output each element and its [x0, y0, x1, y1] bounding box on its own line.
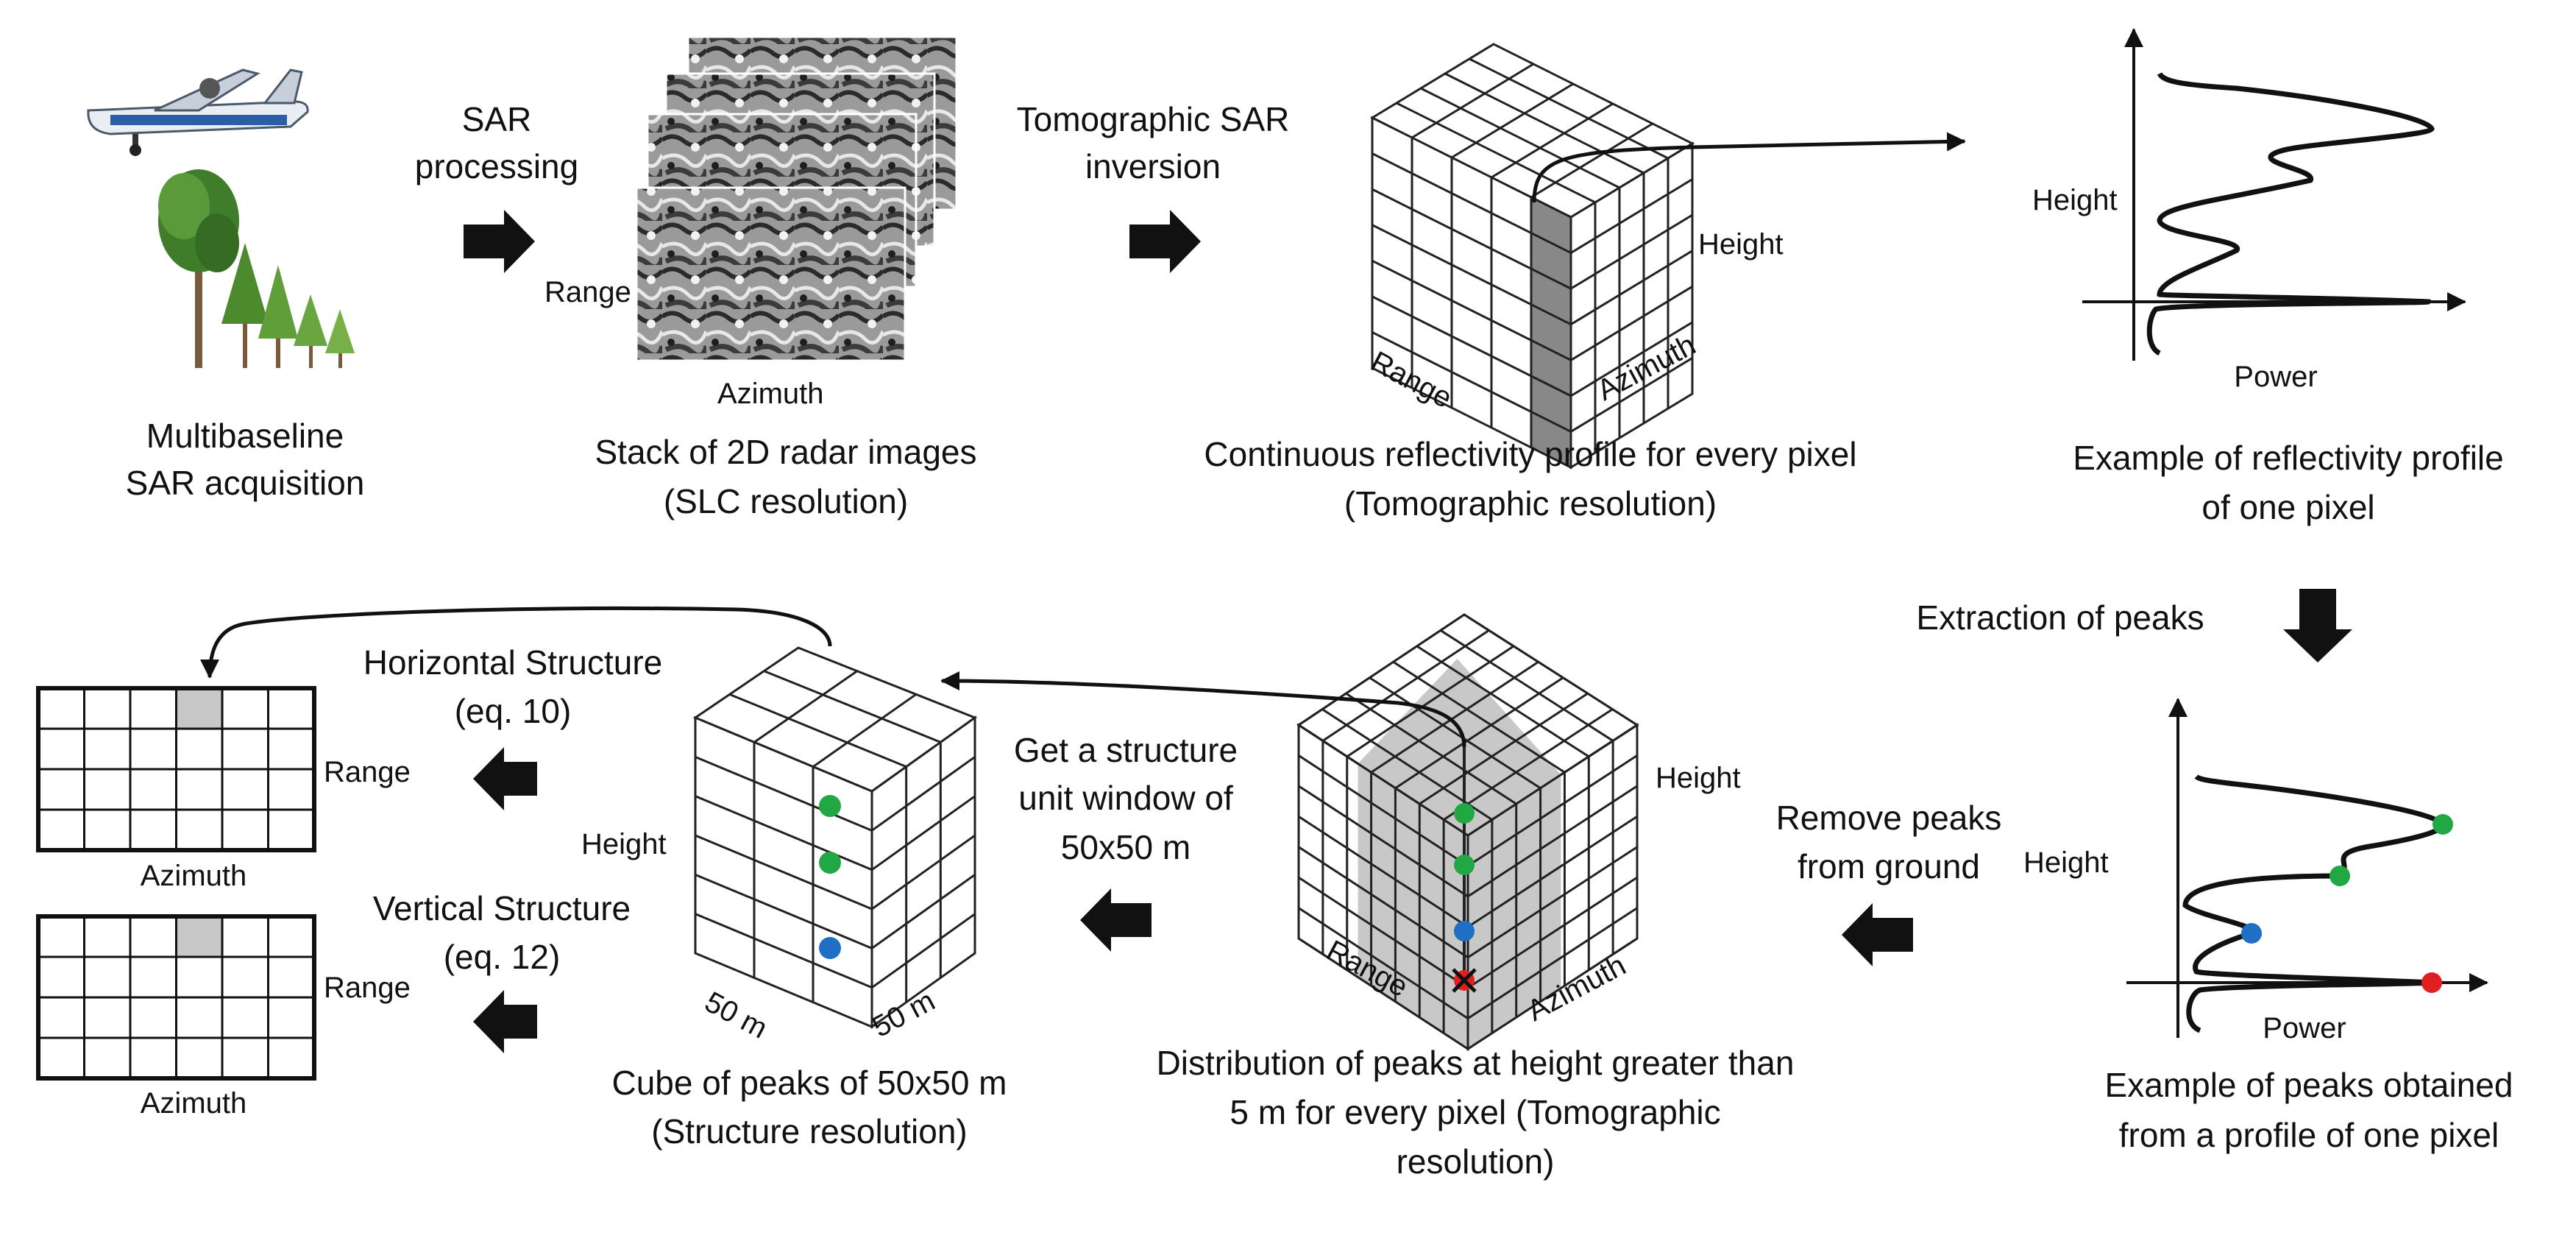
cube2-caption-line2: 5 m for every pixel (Tomographic	[1230, 1093, 1720, 1131]
horizontal-label-line1: Horizontal Structure	[363, 643, 663, 682]
arrow-left-1	[1842, 903, 1913, 966]
vertical-range-label: Range	[324, 972, 411, 1004]
window-label-line3: 50x50 m	[1061, 828, 1191, 866]
tomo-inversion-label-line1: Tomographic SAR	[1017, 100, 1290, 138]
peaks-profile-plot	[2126, 698, 2488, 1038]
acquisition-caption-line2: SAR acquisition	[126, 464, 365, 502]
cube2-height-label: Height	[1656, 762, 1741, 794]
arrow-right-2	[1129, 210, 1201, 273]
profile-power-label: Power	[2234, 361, 2317, 393]
arrow-right-1	[464, 210, 535, 273]
reflectivity-cube	[1369, 43, 1695, 470]
vertical-label-line2: (eq. 12)	[444, 938, 561, 976]
vertical-label-line1: Vertical Structure	[373, 889, 631, 927]
stack-range-label: Range	[544, 276, 631, 308]
cube2-caption-line3: resolution)	[1397, 1142, 1555, 1181]
cube3-height-label: Height	[581, 828, 667, 860]
cube1-height-label: Height	[1698, 228, 1784, 261]
structure-peak-blue	[819, 937, 841, 959]
arrow-left-4	[473, 990, 537, 1053]
cube3-side-left-label: 50 m	[700, 986, 773, 1045]
profile-caption-line2: of one pixel	[2201, 488, 2374, 526]
stack-azimuth-label: Azimuth	[717, 378, 824, 410]
extraction-label: Extraction of peaks	[1916, 598, 2204, 637]
cube2-caption-line1: Distribution of peaks at height greater …	[1157, 1044, 1795, 1082]
peak-marker-green-top	[2433, 814, 2453, 835]
trees-icon	[158, 169, 355, 368]
peak-dot-green-mid	[1454, 855, 1475, 875]
sar-processing-label-line1: SAR	[462, 100, 532, 138]
cube3-caption-line2: (Structure resolution)	[651, 1112, 968, 1150]
structure-peak-green-mid	[819, 852, 841, 874]
horizontal-label-line2: (eq. 10)	[455, 692, 572, 730]
remove-label-line1: Remove peaks	[1776, 799, 2002, 837]
vertical-structure-grid	[36, 914, 316, 1081]
peak-marker-green-mid	[2330, 866, 2350, 886]
profile-height-label: Height	[2032, 184, 2118, 216]
acquisition-caption-line1: Multibaseline	[146, 417, 344, 455]
peak-distribution-cube	[1296, 613, 1639, 1051]
tomo-inversion-label-line2: inversion	[1085, 147, 1221, 185]
cube1-caption-line1: Continuous reflectivity profile for ever…	[1204, 435, 1856, 473]
arrow-down	[2283, 589, 2352, 662]
removed-peak-cross-icon	[1452, 968, 1477, 993]
cube1-caption-line2: (Tomographic resolution)	[1344, 484, 1717, 523]
horizontal-structure-grid	[36, 686, 316, 852]
window-extraction-arrow	[940, 671, 1466, 748]
profile-caption-line1: Example of reflectivity profile	[2073, 439, 2503, 477]
peaks-caption-line2: from a profile of one pixel	[2119, 1116, 2499, 1154]
horizontal-azimuth-label: Azimuth	[141, 860, 247, 892]
profile-extraction-arrow	[1532, 132, 1966, 203]
peak-dot-green-top	[1454, 803, 1475, 824]
vertical-azimuth-label: Azimuth	[141, 1087, 247, 1120]
structure-cube	[692, 646, 978, 1029]
structure-output-arrow	[200, 607, 832, 679]
reflectivity-profile-plot	[2082, 28, 2466, 361]
stack-caption-line1: Stack of 2D radar images	[595, 433, 976, 471]
peaks-power-label: Power	[2263, 1012, 2346, 1044]
remove-label-line2: from ground	[1798, 847, 1980, 885]
arrow-left-2	[1080, 888, 1152, 952]
structure-peak-green-top	[819, 795, 841, 817]
peaks-height-label: Height	[2023, 846, 2109, 879]
peaks-caption-line1: Example of peaks obtained	[2105, 1066, 2513, 1104]
cube3-caption-line1: Cube of peaks of 50x50 m	[612, 1064, 1007, 1102]
window-label-line2: unit window of	[1018, 779, 1233, 817]
sar-processing-label-line2: processing	[415, 147, 578, 185]
stack-caption-line2: (SLC resolution)	[664, 482, 908, 520]
airplane-icon	[87, 68, 309, 156]
horizontal-range-label: Range	[324, 756, 411, 788]
peak-dot-blue	[1454, 921, 1475, 941]
arrow-left-3	[473, 747, 537, 810]
peak-marker-blue	[2241, 923, 2262, 944]
peak-marker-red	[2421, 972, 2442, 993]
window-label-line1: Get a structure	[1014, 731, 1238, 769]
radar-image-stack	[635, 35, 958, 362]
